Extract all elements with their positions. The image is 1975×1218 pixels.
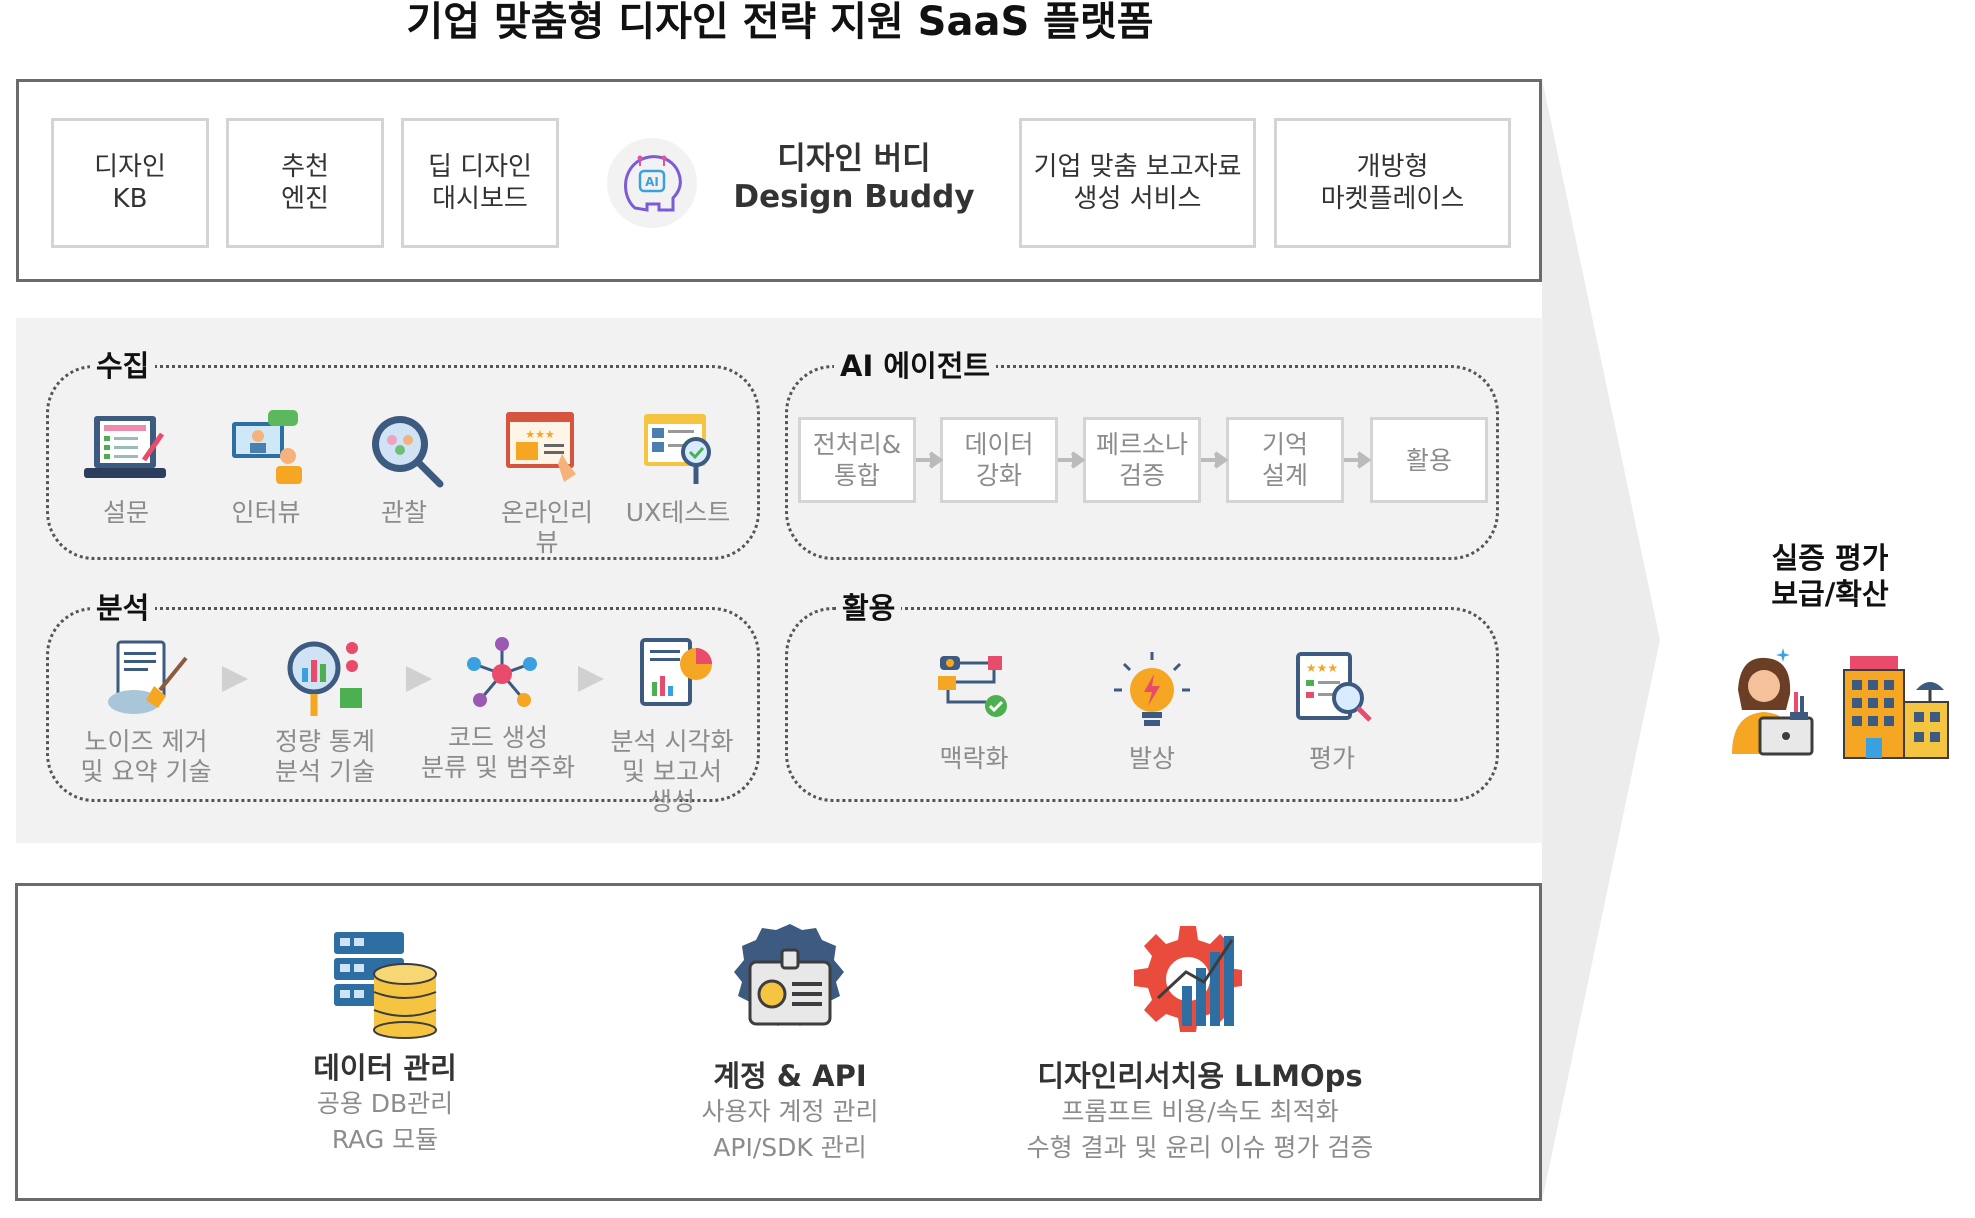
- apply-label: 활용: [836, 591, 902, 625]
- flow-arrow-icon: [406, 666, 432, 692]
- llmops-gear-chart-icon: [1134, 926, 1242, 1032]
- database-server-icon: [334, 932, 437, 1039]
- step-arrow-icon: [1201, 451, 1229, 469]
- collect-item-online-review: 온라인리 뷰: [500, 498, 593, 557]
- page-title: 기업 맞춤형 디자인 전략 지원 SaaS 플랫폼: [406, 0, 1154, 45]
- analysis-section: [46, 607, 760, 802]
- noise-removal-document-icon: [108, 640, 188, 714]
- infra-account-api-desc: 사용자 계정 관리 API/SDK 관리: [701, 1097, 879, 1162]
- outcome-label: 실증 평가 보급/확산: [1771, 541, 1889, 611]
- analysis-item-noise: 노이즈 제거 및 요약 기술: [80, 727, 212, 786]
- evaluation-review-icon: ★★★: [1296, 652, 1372, 722]
- agent-step-preprocess: 전처리& 통합: [798, 417, 916, 503]
- collect-item-ux-test: UX테스트: [625, 498, 731, 527]
- infra-account-api-title: 계정 & API: [713, 1059, 867, 1093]
- agent-step-data-augment: 데이터 강화: [940, 417, 1058, 503]
- ideation-lightbulb-icon: [1114, 652, 1190, 726]
- ux-test-icon: [644, 414, 711, 484]
- svg-text:★★★: ★★★: [1306, 661, 1338, 675]
- collect-item-observation: 관찰: [380, 498, 427, 527]
- visualization-report-icon: [640, 638, 712, 706]
- step-arrow-icon: [1344, 451, 1372, 469]
- analysis-item-visualization: 분석 시각화 및 보고서 생성: [610, 727, 734, 816]
- building-satellite-icon: [1843, 656, 1949, 759]
- apply-section: [785, 607, 1499, 802]
- survey-laptop-icon: [84, 416, 166, 478]
- agent-step-memory-design: 기억 설계: [1226, 417, 1344, 503]
- quant-stats-magnifier-icon: [287, 641, 362, 716]
- flow-arrow-icon: [222, 666, 248, 692]
- analysis-item-code: 코드 생성 분류 및 범주화: [421, 723, 575, 782]
- contextualize-flow-icon: [938, 656, 1007, 717]
- module-report-service[interactable]: 기업 맞춤 보고자료 생성 서비스: [1019, 118, 1256, 248]
- sparkle-icon: [1776, 648, 1790, 662]
- module-design-kb[interactable]: 디자인 KB: [51, 118, 209, 248]
- design-buddy-title: 디자인 버디 Design Buddy: [733, 141, 975, 215]
- collect-label: 수집: [90, 349, 156, 383]
- step-arrow-icon: [916, 451, 944, 469]
- apply-item-ideation: 발상: [1128, 744, 1175, 773]
- design-buddy-ai-head-icon: AI: [607, 138, 697, 228]
- module-recommend-engine[interactable]: 추천 엔진: [226, 118, 384, 248]
- infra-llmops-title: 디자인리서치용 LLMOps: [1037, 1059, 1363, 1093]
- collect-section: [46, 365, 760, 560]
- code-network-icon: [467, 637, 537, 707]
- ai-agent-section: [785, 365, 1499, 560]
- account-id-badge-icon: [734, 924, 844, 1026]
- analysis-label: 분석: [90, 591, 156, 625]
- user-laptop-icon: [1732, 657, 1814, 756]
- agent-step-use: 활용: [1370, 417, 1488, 503]
- ai-agent-label: AI 에이전트: [834, 349, 997, 383]
- analysis-item-stats: 정량 통계 분석 기술: [275, 727, 375, 786]
- infra-data-management-desc: 공용 DB관리 RAG 모듈: [316, 1089, 454, 1154]
- apply-item-contextualize: 맥락화: [939, 744, 1009, 773]
- online-review-icon: ★★★: [506, 412, 576, 482]
- observation-magnifier-icon: [372, 416, 444, 488]
- collect-item-survey: 설문: [102, 498, 149, 527]
- svg-text:AI: AI: [645, 175, 659, 189]
- step-arrow-icon: [1058, 451, 1086, 469]
- agent-step-persona-verify: 페르소나 검증: [1083, 417, 1201, 503]
- infra-data-management-title: 데이터 관리: [313, 1051, 457, 1085]
- svg-text:★★★: ★★★: [525, 428, 555, 441]
- module-deep-design-dashboard[interactable]: 딥 디자인 대시보드: [401, 118, 559, 248]
- module-open-marketplace[interactable]: 개방형 마켓플레이스: [1274, 118, 1511, 248]
- platform-services-box: 디자인 KB 추천 엔진 딥 디자인 대시보드 AI 디자인 버디 Design…: [16, 79, 1542, 282]
- process-band: [16, 318, 1543, 843]
- collect-item-interview: 인터뷰: [231, 498, 301, 527]
- infra-llmops-desc: 프롬프트 비용/속도 최적화 수형 결과 및 윤리 이슈 평가 검증: [1026, 1097, 1374, 1162]
- interview-icon: [232, 410, 302, 484]
- apply-item-evaluation: 평가: [1308, 744, 1355, 773]
- flow-arrow-icon: [578, 666, 604, 692]
